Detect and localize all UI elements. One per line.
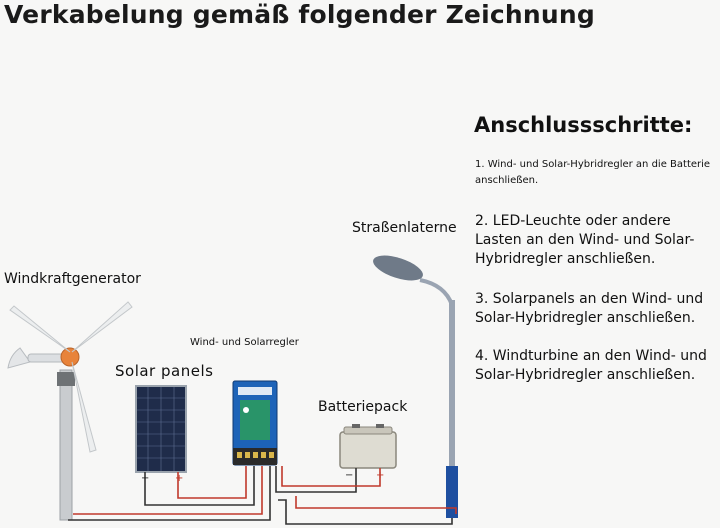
wind-turbine-illustration bbox=[7, 301, 133, 521]
step-1: 1. Wind- und Solar-Hybridregler an die B… bbox=[475, 159, 711, 186]
turbine-blade bbox=[71, 361, 97, 453]
turbine-mount bbox=[57, 372, 75, 386]
battery-label: Batteriepack bbox=[318, 399, 408, 415]
battery-body bbox=[339, 431, 397, 469]
battery-illustration bbox=[339, 424, 397, 469]
lamp-base bbox=[446, 466, 458, 518]
battery-plus-mark: + bbox=[376, 470, 384, 481]
lamp-pole bbox=[449, 300, 455, 470]
solar-plus-mark: + bbox=[175, 473, 183, 484]
lamp-head bbox=[373, 255, 423, 281]
wires bbox=[68, 466, 457, 525]
turbine-tower bbox=[59, 369, 73, 521]
page-title: Verkabelung gemäß folgender Zeichnung bbox=[4, 0, 595, 29]
steps-heading: Anschlussschritte: bbox=[474, 113, 693, 137]
solar-panels-label: Solar panels bbox=[115, 362, 214, 380]
step-4: 4. Windturbine an den Wind- und Solar-Hy… bbox=[475, 348, 707, 383]
step-3: 3. Solarpanels an den Wind- und Solar-Hy… bbox=[475, 291, 704, 326]
battery-terminal-left bbox=[352, 424, 360, 428]
turbine-blade bbox=[9, 305, 71, 353]
wind-generator-label: Windkraftgenerator bbox=[4, 271, 141, 287]
controller-screen bbox=[238, 387, 272, 395]
turbine-tail bbox=[7, 347, 31, 369]
solar-minus-mark: − bbox=[141, 473, 149, 484]
step-2: 2. LED-Leuchte oder andere Lasten an den… bbox=[475, 213, 695, 267]
turbine-hub bbox=[60, 347, 80, 367]
controller-panel-graphic bbox=[240, 400, 270, 440]
solar-panel-illustration bbox=[135, 385, 187, 473]
controller-illustration bbox=[232, 380, 278, 466]
battery-terminal-right bbox=[376, 424, 384, 428]
battery-minus-mark: − bbox=[345, 470, 353, 481]
controller-label: Wind- und Solarregler bbox=[190, 337, 299, 348]
turbine-blade bbox=[71, 301, 133, 353]
street-lamp-illustration bbox=[373, 255, 458, 518]
battery-lid bbox=[343, 426, 393, 435]
lamp-arm bbox=[419, 278, 454, 306]
street-lamp-label: Straßenlaterne bbox=[352, 220, 457, 236]
